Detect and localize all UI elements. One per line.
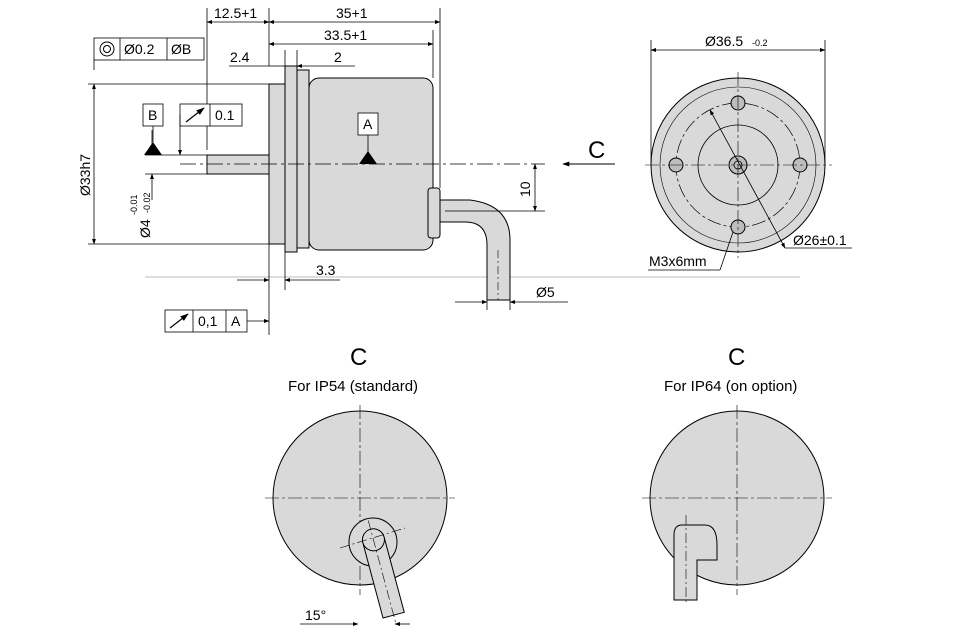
view-arrow-label: C	[588, 137, 605, 164]
cable-gland	[427, 187, 441, 239]
dim-12-5: 12.5+1	[214, 5, 257, 21]
view-c-ip64-title: C	[728, 344, 745, 371]
datum-a-triangle	[359, 151, 377, 164]
runout-icon	[185, 107, 205, 123]
ip64-cable	[673, 524, 718, 601]
shaft	[206, 154, 272, 175]
cable	[439, 199, 511, 301]
angle-15: 15°	[305, 607, 326, 623]
dim-d33: Ø33h7	[77, 154, 93, 196]
flange-step	[284, 65, 298, 253]
fcf-concentricity-ref: ØB	[171, 41, 191, 57]
concentricity-frame: Ø0.2 ØB	[93, 37, 205, 70]
concentricity-icon	[99, 41, 115, 57]
dim-33-5: 33.5+1	[324, 27, 367, 43]
fcf-bottom-ref: A	[231, 313, 241, 329]
view-c-ip64: C For IP64 (on option)	[642, 344, 832, 605]
fcf-runout-value: 0.1	[215, 107, 235, 123]
dim-d4-tol-upper: -0.01	[129, 194, 139, 215]
dim-d4-tol-lower: -0.02	[142, 192, 152, 213]
side-view: 12.5+1 35+1 33.5+1 2.4 2 Ø0.2 ØB Ø33h7	[77, 5, 800, 335]
front-view: Ø36.5 -0.2 Ø26±0.1 M3x6mm	[645, 33, 852, 271]
dim-d36-5: Ø36.5	[705, 33, 743, 49]
flange-ring	[296, 69, 310, 249]
view-c-ip64-caption: For IP64 (on option)	[664, 378, 797, 395]
datum-b-label: B	[148, 107, 157, 123]
view-c-ip54-title: C	[350, 344, 367, 371]
dim-35: 35+1	[336, 5, 368, 21]
fcf-concentricity-value: Ø0.2	[124, 41, 155, 57]
datum-b-triangle	[144, 142, 162, 155]
view-c-ip54: C For IP54 (standard) 15°	[265, 344, 455, 626]
dim-d26: Ø26±0.1	[793, 232, 847, 248]
dim-d5: Ø5	[536, 284, 555, 300]
dim-m3: M3x6mm	[649, 253, 707, 269]
datum-a-label: A	[363, 116, 373, 132]
view-c-ip54-caption: For IP54 (standard)	[288, 378, 418, 395]
dim-2-4: 2.4	[230, 49, 250, 65]
runout-icon-bottom	[169, 313, 189, 329]
dim-3-3: 3.3	[316, 262, 336, 278]
dim-d4: Ø4	[137, 219, 153, 238]
fcf-bottom-value: 0,1	[198, 313, 218, 329]
dim-d36-5-tol: -0.2	[752, 38, 768, 48]
runout-datum-a-frame: 0,1 A	[164, 309, 270, 333]
dim-2: 2	[334, 49, 342, 65]
dim-10: 10	[517, 181, 533, 197]
